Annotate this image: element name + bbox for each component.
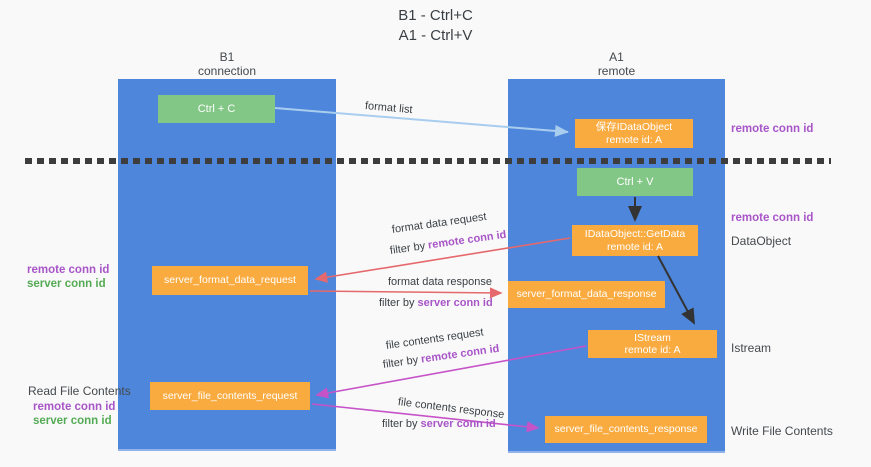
node-ctrl-c-label: Ctrl + C (197, 102, 236, 115)
node-idataobject-getdata-line1: IDataObject::GetData (584, 228, 686, 240)
diagram-title: B1 - Ctrl+C A1 - Ctrl+V (0, 6, 871, 46)
node-saved-idataobject: 保存IDataObject remote id: A (575, 119, 693, 148)
label-left-conn-ids-bottom: remote conn id server conn id (33, 400, 115, 428)
node-istream-line2: remote id: A (624, 344, 681, 356)
label-left-conn-ids-mid: remote conn id server conn id (27, 263, 109, 291)
node-saved-idataobject-line2: remote id: A (605, 133, 663, 146)
node-ctrl-v: Ctrl + V (577, 168, 693, 196)
node-server-file-contents-request-label: server_file_contents_request (162, 389, 298, 402)
node-ctrl-c: Ctrl + C (158, 95, 275, 123)
node-server-format-data-response-label: server_format_data_response (516, 288, 657, 301)
arrow-format-data-response (309, 287, 503, 299)
node-server-file-contents-request: server_file_contents_request (150, 382, 310, 410)
node-server-format-data-request: server_format_data_request (152, 266, 308, 295)
session-divider-dashed-line (25, 158, 831, 164)
node-server-file-contents-response-label: server_file_contents_response (554, 423, 698, 436)
label-left-bottom-remote-conn-id: remote conn id (33, 401, 116, 413)
node-idataobject-getdata-line2: remote id: A (606, 240, 664, 253)
remote-conn-id-text: remote conn id (427, 228, 508, 252)
filter-by-text: filter by (382, 353, 422, 371)
label-istream: Istream (731, 341, 772, 355)
node-idataobject-getdata: IDataObject::GetData remote id: A (572, 225, 698, 256)
column-a1-name: A1 (609, 50, 624, 64)
node-ctrl-v-label: Ctrl + V (616, 175, 654, 188)
node-istream-line1: IStream (634, 331, 671, 344)
filter-by-text: filter by (379, 297, 418, 309)
label-dataobject: DataObject (731, 234, 792, 248)
column-b1-role: connection (197, 64, 257, 78)
column-header-b1: B1 connection (118, 50, 336, 78)
label-left-bottom-server-conn-id: server conn id (33, 415, 112, 427)
diagram-title-line1: B1 - Ctrl+C (398, 7, 473, 24)
node-server-format-data-request-label: server_format_data_request (164, 274, 296, 287)
label-write-file-contents: Write File Contents (731, 424, 833, 438)
label-read-file-contents: Read File Contents (28, 384, 131, 398)
column-a1-role: remote (597, 64, 636, 78)
filter-by-text: filter by (382, 418, 421, 430)
node-istream: IStream remote id: A (588, 330, 717, 358)
label-left-remote-conn-id: remote conn id (27, 264, 110, 276)
column-header-a1: A1 remote (508, 50, 725, 78)
server-conn-id-text: server conn id (417, 297, 493, 309)
label-format-data-response: format data response (388, 276, 492, 288)
filter-by-text: filter by (389, 239, 429, 257)
diagram-title-line2: A1 - Ctrl+V (398, 27, 473, 44)
label-left-server-conn-id: server conn id (27, 278, 106, 290)
node-server-file-contents-response: server_file_contents_response (545, 416, 707, 443)
column-b1-name: B1 (219, 50, 235, 64)
node-saved-idataobject-line1: 保存IDataObject (595, 121, 673, 133)
label-right-remote-conn-id-mid: remote conn id (731, 212, 814, 224)
label-filter-by-server-2: filter by server conn id (382, 418, 496, 430)
label-right-remote-conn-id-top: remote conn id (731, 123, 814, 135)
remote-conn-id-text: remote conn id (420, 342, 501, 366)
label-filter-by-server-1: filter by server conn id (379, 297, 493, 309)
label-format-list: format list (364, 100, 414, 117)
node-server-format-data-response: server_format_data_response (508, 281, 665, 308)
server-conn-id-text: server conn id (420, 418, 496, 430)
